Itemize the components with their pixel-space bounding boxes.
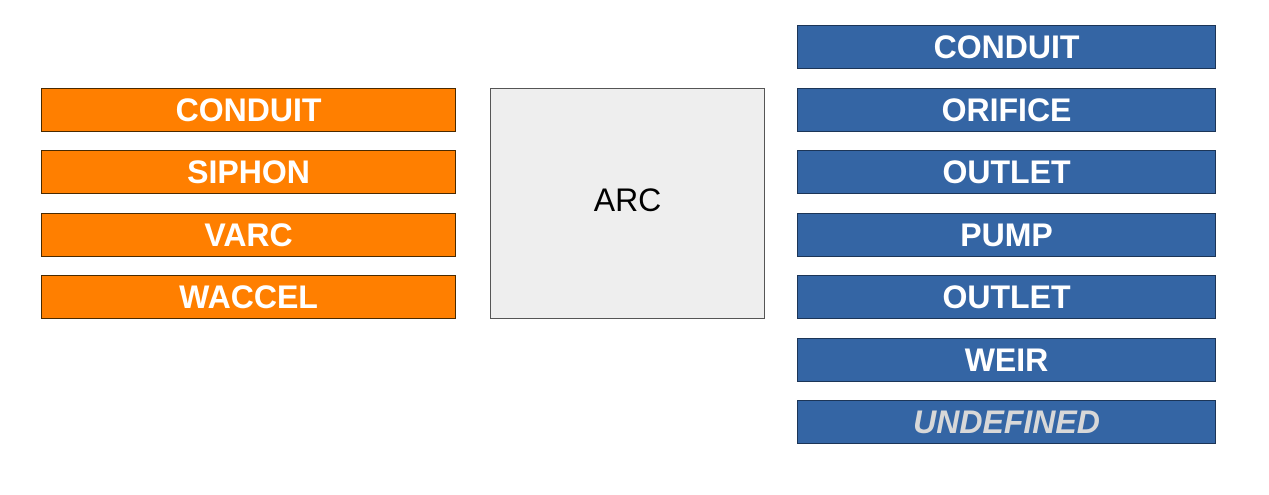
right-item-orifice: ORIFICE — [797, 88, 1216, 132]
left-item-siphon: SIPHON — [41, 150, 456, 194]
right-item-weir: WEIR — [797, 338, 1216, 382]
right-item-outlet: OUTLET — [797, 150, 1216, 194]
left-item-varc: VARC — [41, 213, 456, 257]
right-item-conduit: CONDUIT — [797, 25, 1216, 69]
left-item-waccel: WACCEL — [41, 275, 456, 319]
left-item-conduit: CONDUIT — [41, 88, 456, 132]
center-arc-box: ARC — [490, 88, 765, 319]
right-item-pump: PUMP — [797, 213, 1216, 257]
right-item-outlet-2: OUTLET — [797, 275, 1216, 319]
right-item-undefined: UNDEFINED — [797, 400, 1216, 444]
